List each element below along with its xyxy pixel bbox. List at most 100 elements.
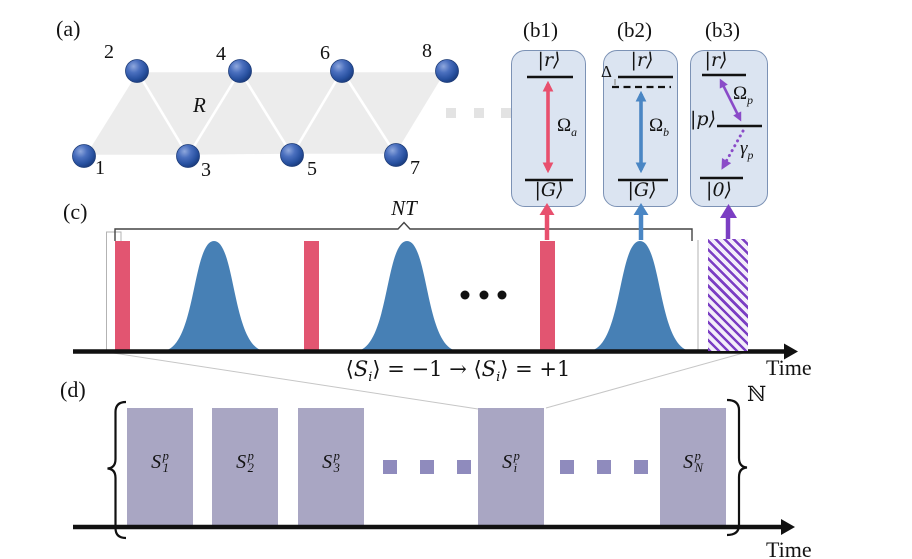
- spin-base-1: S: [353, 357, 369, 381]
- gaussian-pulse-1: [162, 241, 266, 351]
- block1-sub: 1: [162, 461, 169, 475]
- b1-rabi-base: Ω: [557, 115, 572, 136]
- atom-sphere-6: [330, 59, 354, 83]
- pump-block-1: [127, 408, 193, 525]
- spin-lbra: ⟨: [345, 357, 354, 381]
- lattice-continuation-dots: [446, 108, 511, 118]
- nt-bracket: [114, 221, 693, 241]
- b3-r-state: |r⟩: [704, 49, 728, 71]
- b3-decay-sub: p: [747, 148, 754, 162]
- b3-decay-base: γ: [740, 138, 748, 159]
- spin-base-2: S: [481, 357, 497, 381]
- sequence-ellipsis-dots: [460, 290, 507, 300]
- blockN-base: S: [683, 450, 694, 473]
- pump-block-i: [478, 408, 544, 525]
- b1-g-state: |G⟩: [534, 179, 564, 201]
- bond-distance-label: R: [193, 93, 206, 117]
- pump-block-2: [212, 408, 278, 525]
- time-label-d: Time: [766, 537, 812, 559]
- site-number-1: 1: [95, 157, 105, 179]
- block2-base: S: [236, 450, 247, 473]
- blocki-base: S: [502, 450, 513, 473]
- b3-pump-arrow: [719, 78, 742, 122]
- blocki-sup: p: [513, 449, 520, 463]
- b3-zero-state: |0⟩: [706, 179, 732, 201]
- b1-rabi-label: Ωa: [557, 116, 577, 139]
- block1-sup: p: [162, 449, 169, 463]
- b2-r-state: |r⟩: [630, 49, 654, 71]
- atom-sphere-1: [72, 144, 96, 168]
- block1-base: S: [151, 450, 162, 473]
- zoom-guide-left: [106, 351, 479, 410]
- b3-pump-rabi-label: Ωp: [733, 84, 753, 107]
- pump-block-3: [298, 408, 364, 525]
- b3-decay-arrow: [721, 129, 745, 170]
- pump-block-sequence: [73, 398, 795, 540]
- pump-block-N: [660, 408, 726, 525]
- gaussian-pulse-2: [355, 241, 459, 351]
- b3-pump-base: Ω: [733, 83, 748, 104]
- site-number-6: 6: [320, 42, 330, 64]
- block3-base: S: [322, 450, 333, 473]
- site-number-3: 3: [201, 159, 211, 181]
- spin-sub-2: i: [496, 370, 501, 386]
- red-up-arrowhead: [539, 203, 555, 215]
- purple-up-arrowhead: [720, 204, 737, 218]
- atom-sphere-5: [280, 143, 304, 167]
- b3-p-state: |p⟩: [690, 108, 716, 130]
- b2-detuning-label: Δ: [601, 62, 612, 81]
- time-axis-c-arrowhead: [784, 343, 798, 360]
- site-number-7: 7: [410, 157, 420, 179]
- blockN-sup: p: [694, 449, 701, 463]
- block2-sup: p: [247, 449, 254, 463]
- block-ellipsis-dots: [383, 460, 648, 474]
- zoom-guide-right: [545, 351, 748, 409]
- block2-sub: 2: [247, 461, 254, 475]
- panel-b2-label: (b2): [617, 18, 652, 42]
- b2-rabi-base: Ω: [649, 115, 664, 136]
- panel-b3-label: (b3): [705, 18, 740, 42]
- right-curly-brace: [726, 398, 748, 537]
- spin-post: ⟩ = +1: [500, 357, 571, 381]
- blocki-sub: i: [513, 461, 518, 475]
- panel-d-label: (d): [60, 377, 86, 402]
- nt-duration-label: NT: [391, 196, 417, 220]
- pi-pulse-3: [540, 241, 555, 351]
- blue-up-arrowhead: [633, 203, 649, 215]
- b3-decay-label: γp: [740, 139, 753, 162]
- lattice-bonds: [82, 69, 449, 158]
- panel-c-label: (c): [63, 199, 88, 224]
- repeat-count-label: ℕ: [747, 382, 767, 406]
- time-label-c: Time: [766, 355, 812, 380]
- spin-mid: ⟩ = −1 → ⟨: [372, 357, 482, 381]
- atom-sphere-8: [435, 59, 459, 83]
- time-axis-d-arrowhead: [781, 519, 795, 535]
- pulse-to-panel-arrows: [539, 203, 737, 240]
- b1-r-state: |r⟩: [537, 49, 561, 71]
- block3-sup: p: [333, 449, 340, 463]
- b2-rabi-sub: b: [663, 125, 670, 139]
- site-number-5: 5: [307, 158, 317, 180]
- pump-blocks: [127, 408, 726, 525]
- atom-sphere-7: [384, 143, 408, 167]
- pump-pulse-hatched: [708, 239, 748, 351]
- panel-b1-label: (b1): [523, 18, 558, 42]
- lattice: [72, 59, 511, 168]
- atom-sphere-2: [125, 59, 149, 83]
- site-number-2: 2: [104, 41, 114, 63]
- level-scheme-b2: [612, 75, 673, 182]
- panel-a-label: (a): [56, 16, 81, 41]
- site-number-4: 4: [216, 43, 226, 65]
- pulse-sequence: [73, 203, 798, 410]
- b3-pump-sub: p: [747, 93, 754, 107]
- level-scheme-b1: [525, 75, 573, 182]
- pi-pulse-1: [115, 241, 130, 351]
- atom-sphere-3: [176, 144, 200, 168]
- site-number-8: 8: [422, 40, 432, 62]
